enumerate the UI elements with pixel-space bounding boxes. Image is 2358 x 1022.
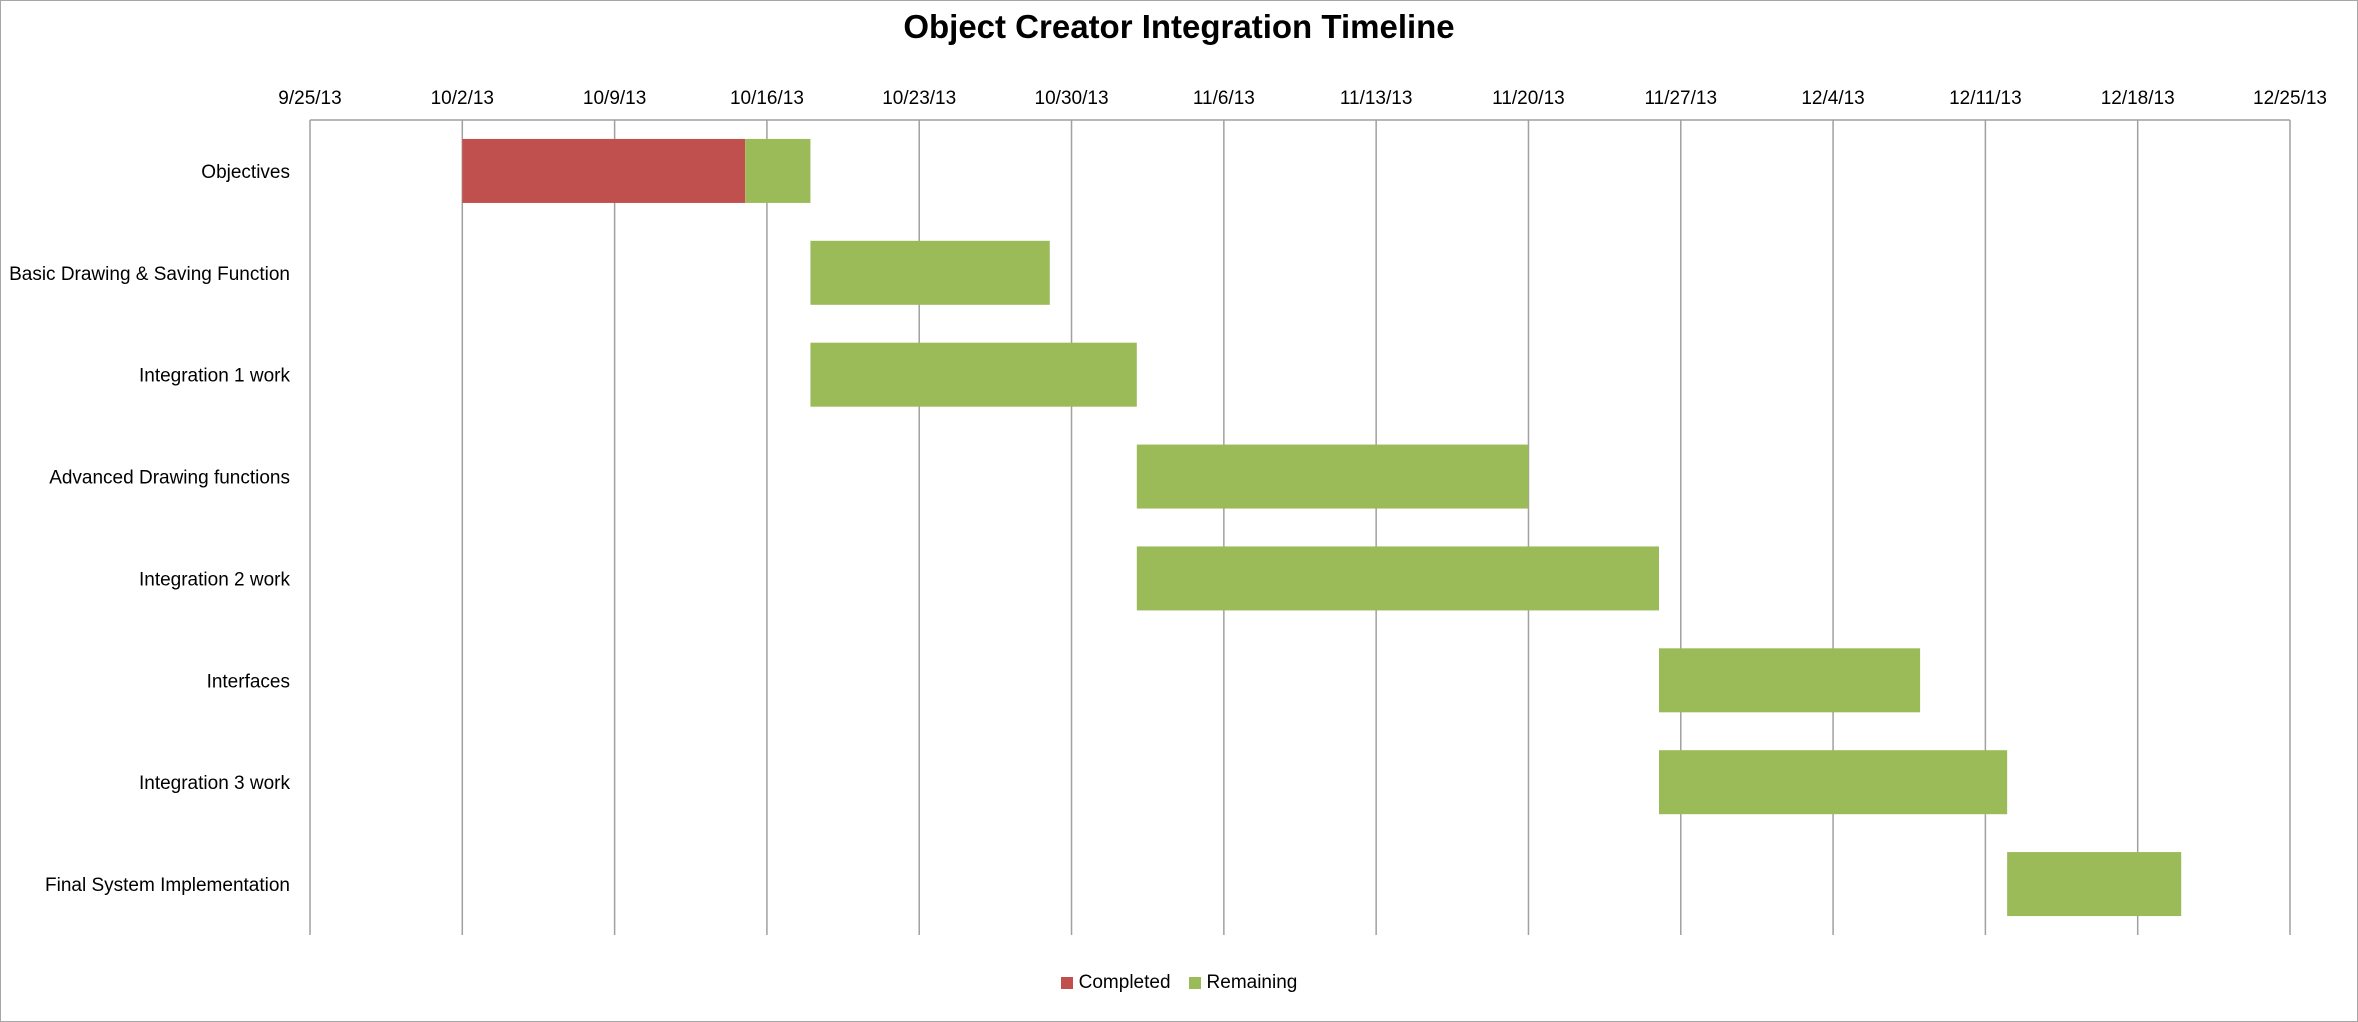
task-label: Interfaces xyxy=(207,671,290,692)
x-tick-label: 10/9/13 xyxy=(583,88,646,109)
task-label: Integration 3 work xyxy=(139,773,291,794)
gridlines xyxy=(309,119,2291,935)
task-label: Final System Implementation xyxy=(45,875,290,896)
x-tick-label: 12/18/13 xyxy=(2101,88,2175,109)
task-label: Integration 2 work xyxy=(139,569,291,590)
task-label: Advanced Drawing functions xyxy=(49,468,290,489)
legend-label-remaining: Remaining xyxy=(1206,972,1298,993)
chart-title: Object Creator Integration Timeline xyxy=(903,8,1455,45)
x-tick-label: 11/13/13 xyxy=(1340,88,1413,109)
gantt-bar-remaining xyxy=(1136,546,1660,611)
task-label: Basic Drawing & Saving Function xyxy=(9,264,290,285)
legend: Completed Remaining xyxy=(0,972,2358,994)
gantt-bar-remaining xyxy=(1659,648,1921,713)
gantt-bar-remaining xyxy=(2007,852,2182,917)
x-tick-label: 10/16/13 xyxy=(730,88,804,109)
x-tick-label: 12/11/13 xyxy=(1949,88,2022,109)
x-tick-label: 10/23/13 xyxy=(882,88,956,109)
x-tick-label: 11/20/13 xyxy=(1492,88,1565,109)
bars xyxy=(462,138,2182,917)
legend-swatch-remaining xyxy=(1188,977,1201,989)
gantt-bar-remaining xyxy=(810,240,1050,305)
gantt-bar-remaining xyxy=(745,138,811,203)
x-tick-label: 9/25/13 xyxy=(278,88,341,109)
gantt-bar-remaining xyxy=(1659,750,2008,815)
gantt-bar-remaining xyxy=(1136,444,1529,509)
x-tick-label: 12/25/13 xyxy=(2253,88,2327,109)
x-tick-label: 11/27/13 xyxy=(1644,88,1717,109)
x-tick-label: 10/2/13 xyxy=(431,88,494,109)
legend-item-completed: Completed xyxy=(1060,972,1171,994)
task-label: Objectives xyxy=(201,162,290,183)
legend-label-completed: Completed xyxy=(1078,972,1171,993)
x-tick-label: 11/6/13 xyxy=(1193,88,1255,109)
gantt-bar-remaining xyxy=(810,342,1137,407)
legend-item-remaining: Remaining xyxy=(1188,972,1298,994)
x-tick-label: 12/4/13 xyxy=(1801,88,1864,109)
task-label: Integration 1 work xyxy=(139,366,291,387)
gantt-bar-completed xyxy=(462,138,746,203)
legend-swatch-completed xyxy=(1060,977,1073,989)
x-tick-label: 10/30/13 xyxy=(1035,88,1109,109)
x-axis-tick-labels: 9/25/13 10/2/13 10/9/13 10/16/13 10/23/13 10/… xyxy=(278,88,2327,109)
